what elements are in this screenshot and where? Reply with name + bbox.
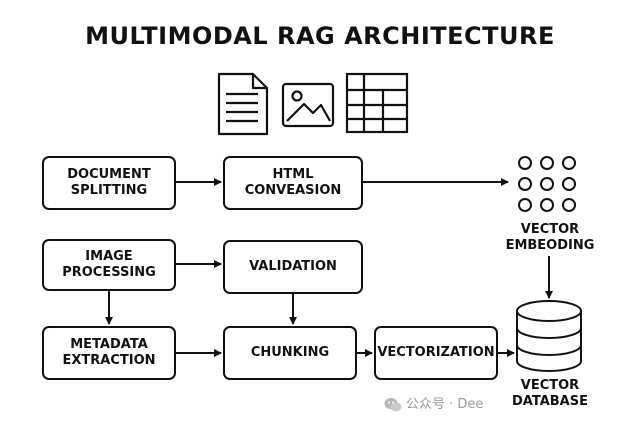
- vectorization-box: VECTORIZATION: [374, 326, 498, 380]
- document-splitting-label-2: SPLITTING: [70, 183, 148, 198]
- page-title: MULTIMODAL RAG ARCHITECTURE: [85, 22, 555, 50]
- vectorization-label: VECTORIZATION: [377, 345, 495, 360]
- image-icon: [281, 82, 335, 128]
- vector-database-label-2: DATABASE: [512, 394, 588, 409]
- metadata-extraction-box: METADATA EXTRACTION: [42, 326, 176, 380]
- vector-database-label: VECTOR DATABASE: [490, 378, 610, 410]
- validation-box: VALIDATION: [223, 240, 363, 294]
- html-conversion-box: HTML CONVEASION: [223, 156, 363, 210]
- document-splitting-label-1: DOCUMENT: [67, 167, 151, 182]
- vector-embedding-label-1: VECTOR: [520, 222, 580, 237]
- embedding-dots-icon: [518, 156, 576, 212]
- image-processing-label-2: PROCESSING: [62, 265, 156, 280]
- watermark-text: 公众号 · Dee: [406, 397, 484, 412]
- metadata-extraction-label-2: EXTRACTION: [62, 353, 156, 368]
- image-processing-box: IMAGE PROCESSING: [42, 239, 176, 291]
- vector-embedding-label: VECTOR EMBEODING: [490, 222, 610, 254]
- html-conversion-label-2: CONVEASION: [244, 183, 342, 198]
- chunking-box: CHUNKING: [223, 326, 357, 380]
- table-icon: [345, 72, 409, 134]
- chunking-label: CHUNKING: [250, 345, 330, 360]
- document-icon: [217, 72, 269, 136]
- database-icon: [516, 300, 582, 372]
- wechat-icon: [384, 397, 402, 411]
- vector-database-label-1: VECTOR: [520, 378, 580, 393]
- validation-label: VALIDATION: [249, 259, 337, 274]
- vector-embedding-label-2: EMBEODING: [505, 238, 595, 253]
- document-splitting-box: DOCUMENT SPLITTING: [42, 156, 176, 210]
- watermark: 公众号 · Dee: [384, 393, 483, 413]
- image-processing-label-1: IMAGE: [85, 249, 133, 264]
- metadata-extraction-label-1: METADATA: [70, 337, 148, 352]
- html-conversion-label-1: HTML: [272, 167, 314, 182]
